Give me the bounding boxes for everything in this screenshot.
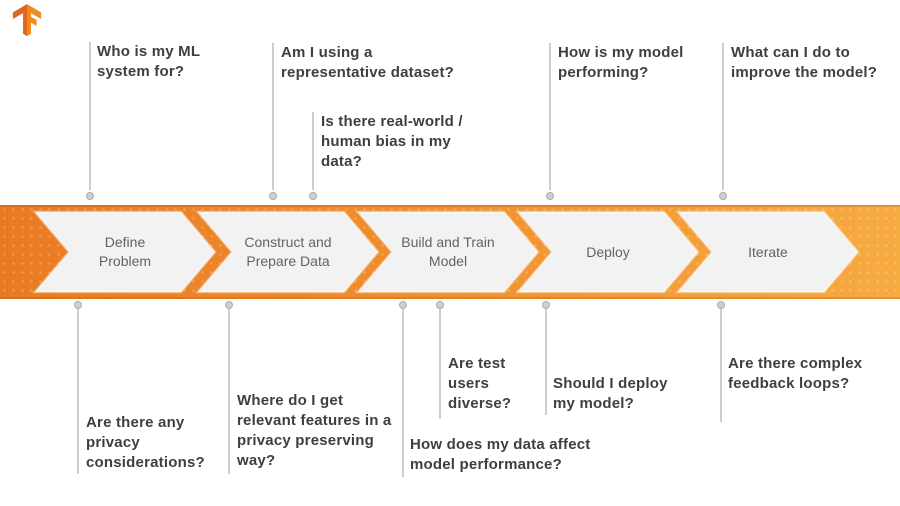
question-text: Where do I get relevant features in a pr… (237, 392, 392, 469)
question-text: Are test users diverse? (448, 355, 512, 412)
stage-label-iterate: Iterate (748, 243, 788, 260)
question-text: How does my data affect model performanc… (410, 436, 591, 473)
chevron-stage-5 (675, 210, 860, 294)
connector-line (89, 42, 91, 190)
connector-line (549, 43, 551, 190)
connector-dot (436, 301, 444, 309)
stage-label-build-train: Build and Train Model (401, 234, 495, 269)
stage-label-define-problem: Define Problem (98, 234, 152, 269)
question-text: What can I do to improve the model? (731, 44, 878, 81)
connector-dot (74, 301, 82, 309)
connector-line (402, 309, 404, 477)
connector-dot (309, 192, 317, 200)
question-text: Are there any privacy considerations? (86, 414, 205, 471)
question-text: Who is my ML system for? (97, 43, 200, 80)
tensorflow-logo-right-face (27, 4, 42, 37)
connector-line (272, 43, 274, 190)
connector-dot (269, 192, 277, 200)
connector-line (720, 309, 722, 422)
pipeline-chevrons (32, 210, 860, 294)
connector-dot (719, 192, 727, 200)
connector-dot (399, 301, 407, 309)
question-text: Should I deploy my model? (553, 375, 668, 412)
pipeline-band: Define Problem Construct and Prepare Dat… (0, 205, 900, 299)
stage-label-construct-data: Construct and Prepare Data (244, 234, 332, 269)
connector-dot (86, 192, 94, 200)
connector-dot (717, 301, 725, 309)
tensorflow-logo-left-face (12, 4, 27, 37)
chevron-stage-4 (515, 210, 700, 294)
connector-dot (225, 301, 233, 309)
chevron-stage-1 (32, 210, 217, 294)
tensorflow-logo-icon (12, 4, 42, 37)
question-text: Are there complex feedback loops? (728, 355, 863, 392)
connector-dot (542, 301, 550, 309)
connector-line (228, 309, 230, 474)
connector-line (312, 112, 314, 190)
question-text: Is there real-world / human bias in my d… (321, 113, 463, 170)
connector-line (439, 309, 441, 419)
stage-label-deploy: Deploy (586, 243, 630, 260)
connector-line (545, 309, 547, 415)
connector-line (77, 309, 79, 474)
chevron-stage-3 (355, 210, 540, 294)
connector-dot (546, 192, 554, 200)
question-text: Am I using a representative dataset? (281, 44, 455, 81)
question-text: How is my model performing? (558, 44, 684, 81)
chevron-stage-2 (195, 210, 380, 294)
connector-line (722, 43, 724, 190)
